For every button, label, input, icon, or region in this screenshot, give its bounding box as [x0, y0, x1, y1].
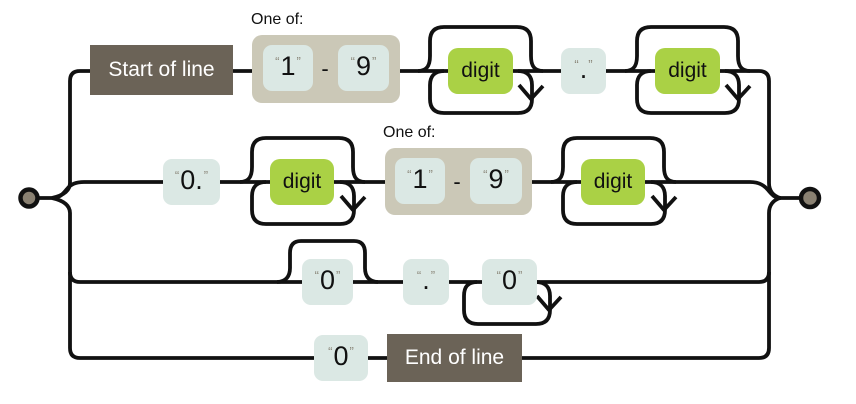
- open-quote: “: [496, 268, 501, 283]
- row3-merge-wire: [536, 271, 771, 284]
- repeat-arrow-icon: [535, 294, 563, 312]
- choice-group-1-label: One of:: [251, 11, 304, 28]
- repeat-arrow-icon: [339, 194, 367, 212]
- repeat-loop-wire: [428, 69, 534, 115]
- literal-box-dot: “.”: [561, 48, 606, 94]
- literal-box-zero-dot: “0.”: [163, 159, 220, 205]
- close-quote: ”: [349, 344, 354, 359]
- keyword-label: digit: [668, 59, 707, 82]
- close-quote: ”: [518, 268, 523, 283]
- open-quote: “: [416, 268, 422, 283]
- literal-char: 0: [333, 341, 349, 371]
- repeat-loop-wire: [250, 180, 356, 226]
- row2-merge-wire: [644, 180, 782, 200]
- keyword-box-digit: digit: [270, 159, 334, 205]
- choice-group-2: “1” - “9”: [385, 148, 532, 215]
- close-quote: ”: [203, 168, 209, 183]
- left-trunk-up-wire: [51, 69, 91, 200]
- repeat-loop-wire: [462, 280, 552, 326]
- open-quote: “: [174, 168, 180, 183]
- literal-box-dot: “.”: [403, 259, 449, 305]
- anchor-end-box: End of line: [387, 334, 522, 382]
- repeat-loop-wire: [561, 180, 667, 226]
- literal-box-zero: “0”: [314, 335, 368, 381]
- anchor-start-label: Start of line: [108, 58, 215, 81]
- choice-group-2-label: One of:: [383, 124, 436, 141]
- literal-box-zero-optional: “0”: [302, 259, 353, 305]
- literal-box-range-from: “1”: [263, 45, 313, 91]
- close-quote: ”: [428, 167, 433, 182]
- literal-char: 1: [412, 164, 428, 194]
- open-quote: “: [407, 167, 412, 182]
- close-quote: ”: [588, 57, 593, 72]
- range-separator: -: [453, 169, 461, 194]
- start-point-icon: [18, 187, 40, 209]
- literal-char: 9: [355, 51, 372, 81]
- keyword-box-digit: digit: [448, 48, 513, 94]
- literal-box-zero-repeat: “0”: [482, 259, 537, 305]
- literal-char: 9: [488, 164, 504, 194]
- range-separator: -: [321, 56, 329, 81]
- open-quote: “: [314, 268, 319, 283]
- literal-char: .: [422, 265, 430, 295]
- anchor-end-label: End of line: [404, 346, 505, 369]
- close-quote: ”: [336, 268, 341, 283]
- row4-right-trunk-wire: [522, 196, 781, 360]
- row3-branch-wire: [68, 271, 303, 284]
- skip-arch-wire: [550, 136, 677, 184]
- close-quote: ”: [296, 54, 301, 69]
- close-quote: ”: [372, 54, 377, 69]
- keyword-label: digit: [461, 59, 500, 82]
- repeat-arrow-icon: [517, 83, 545, 101]
- skip-arch-wire: [276, 239, 379, 284]
- literal-box-range-to: “9”: [338, 45, 389, 91]
- open-quote: “: [328, 344, 333, 359]
- repeat-loop-wire: [635, 69, 741, 115]
- literal-char: 0.: [180, 165, 203, 195]
- close-quote: ”: [504, 167, 509, 182]
- keyword-box-digit: digit: [655, 48, 720, 94]
- literal-char: .: [579, 54, 588, 84]
- end-point-icon: [798, 186, 822, 210]
- literal-box-range-to: “9”: [470, 158, 522, 204]
- literal-char: 1: [280, 51, 296, 81]
- skip-arch-wire: [417, 25, 544, 73]
- open-quote: “: [275, 54, 280, 69]
- skip-arch-wire: [239, 136, 366, 184]
- keyword-label: digit: [593, 170, 633, 193]
- skip-arch-wire: [624, 25, 751, 73]
- keyword-box-digit: digit: [581, 159, 645, 205]
- left-trunk-down-wire: [51, 196, 315, 360]
- repeat-arrow-icon: [650, 194, 678, 212]
- literal-char: 0: [501, 265, 518, 295]
- choice-group-1: “1” - “9”: [252, 35, 400, 103]
- close-quote: ”: [430, 268, 436, 283]
- anchor-start-box: Start of line: [90, 45, 233, 95]
- repeat-arrow-icon: [724, 83, 752, 101]
- keyword-label: digit: [282, 170, 322, 193]
- literal-char: 0: [319, 265, 336, 295]
- open-quote: “: [574, 57, 579, 72]
- literal-box-range-from: “1”: [395, 158, 445, 204]
- open-quote: “: [483, 167, 488, 182]
- open-quote: “: [350, 54, 355, 69]
